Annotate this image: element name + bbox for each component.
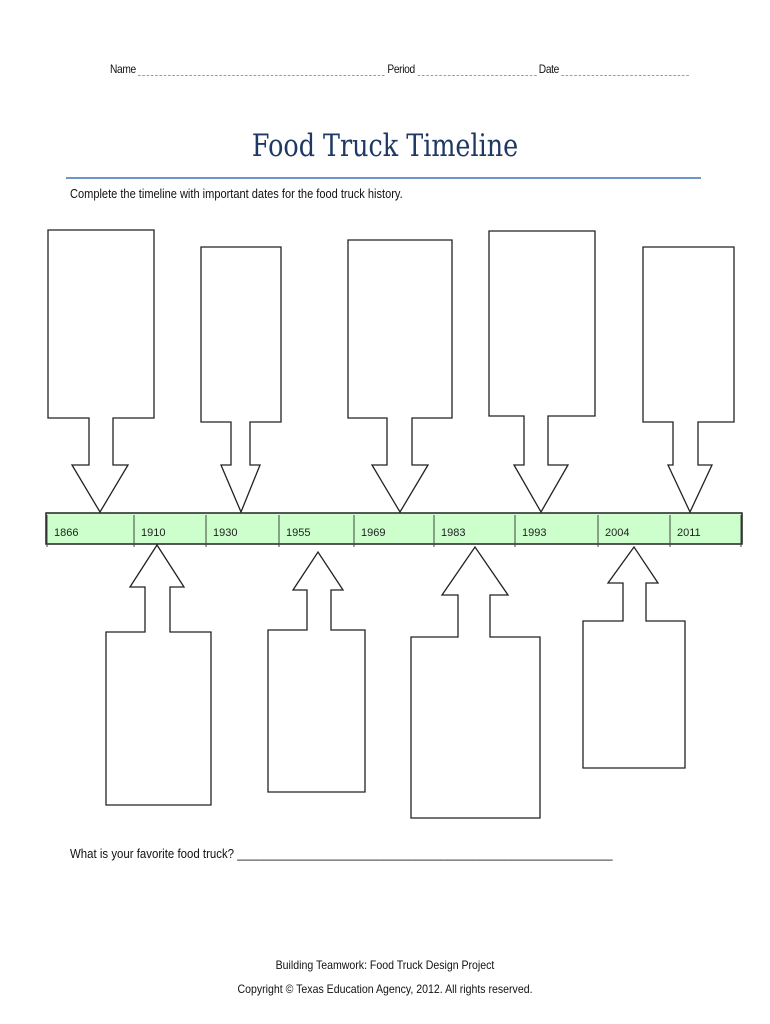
footer-line-1: Building Teamwork: Food Truck Design Pro… <box>275 958 495 972</box>
callout-box-above-1[interactable] <box>47 229 155 514</box>
timeline-year-label: 1993 <box>522 527 546 539</box>
timeline-year-label: 1866 <box>54 527 78 539</box>
period-label: Period <box>387 62 415 76</box>
timeline-year-label: 1910 <box>141 527 165 539</box>
timeline-year-label: 1969 <box>361 527 385 539</box>
timeline-bar <box>45 512 743 545</box>
callout-box-below-4[interactable] <box>582 545 686 769</box>
page-title: Food Truck Timeline <box>251 128 519 164</box>
instructions: Complete the timeline with important dat… <box>70 186 403 201</box>
timeline-year-label: 1930 <box>213 527 237 539</box>
callout-box-above-3[interactable] <box>347 239 453 514</box>
callout-box-below-3[interactable] <box>410 545 541 819</box>
callout-box-above-5[interactable] <box>642 246 735 514</box>
timeline-year-label: 1955 <box>286 527 310 539</box>
date-label: Date <box>538 62 560 76</box>
period-blank[interactable] <box>417 65 537 76</box>
footer-line-2: Copyright © Texas Education Agency, 2012… <box>237 982 533 996</box>
favorite-question: What is your favorite food truck? ______… <box>70 846 613 861</box>
date-blank[interactable] <box>561 65 689 76</box>
header-fields: Name Period Date <box>110 62 689 76</box>
title-rule <box>66 177 701 179</box>
timeline-year-label: 1983 <box>441 527 465 539</box>
name-blank[interactable] <box>138 65 385 76</box>
timeline-year-label: 2011 <box>677 527 701 539</box>
callout-box-above-4[interactable] <box>488 230 596 514</box>
callout-box-below-1[interactable] <box>105 543 212 806</box>
name-label: Name <box>110 62 136 76</box>
timeline-year-label: 2004 <box>605 527 629 539</box>
callout-box-above-2[interactable] <box>200 246 282 514</box>
callout-box-below-2[interactable] <box>267 550 366 793</box>
